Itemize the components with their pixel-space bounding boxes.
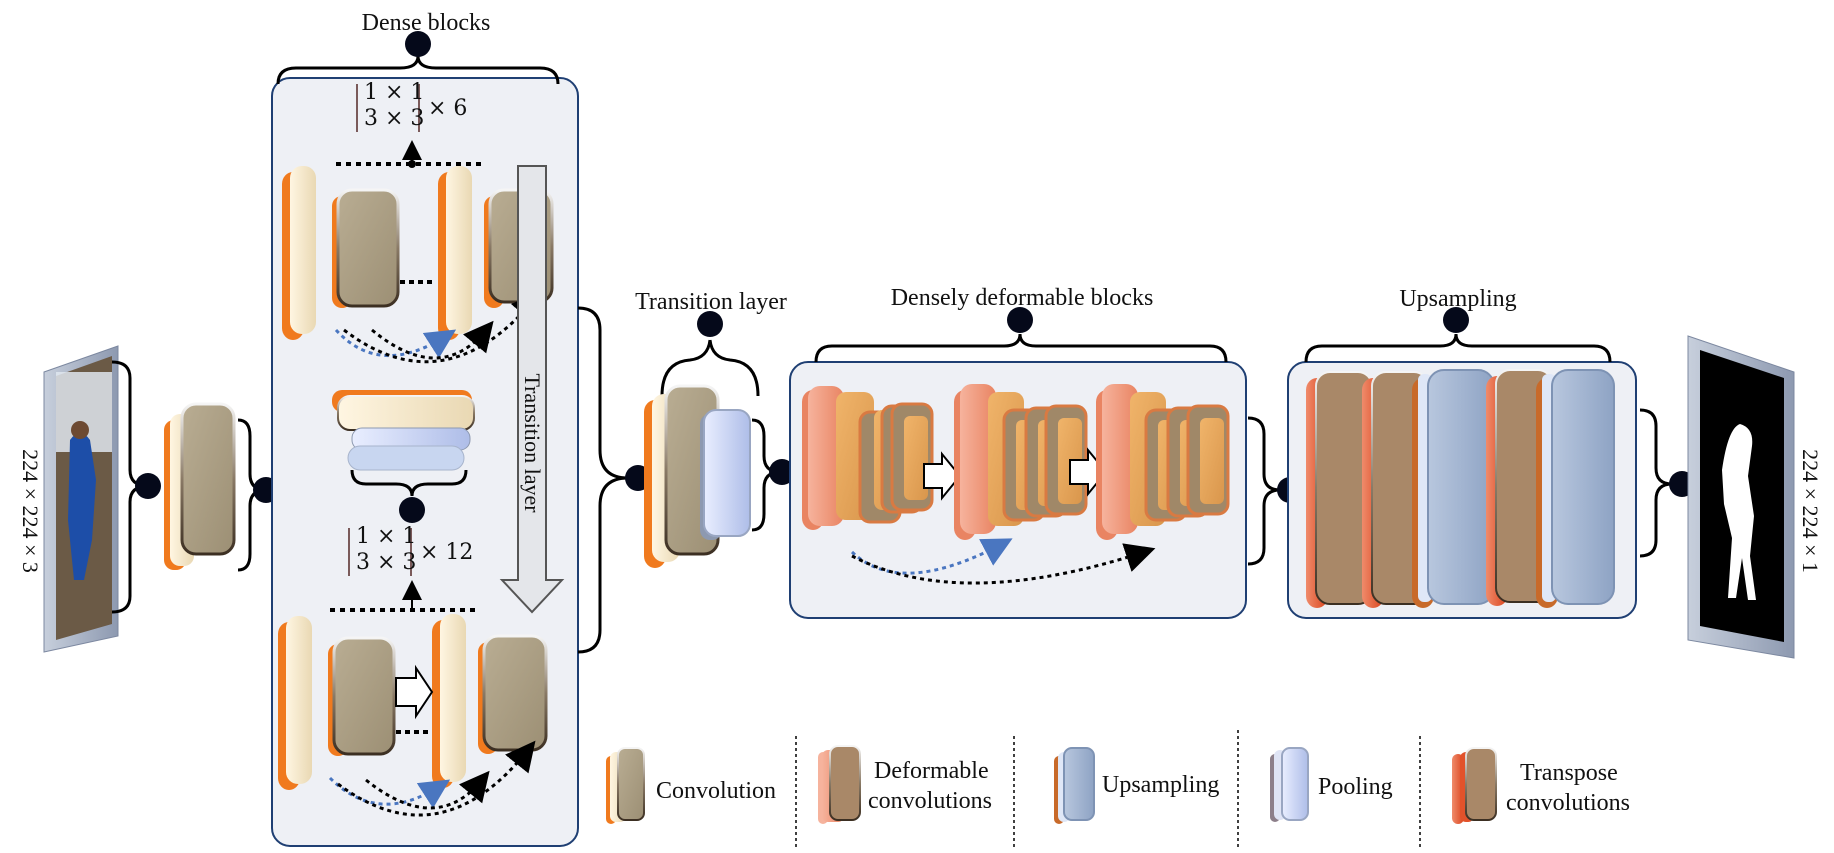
connector-node	[135, 473, 161, 499]
matrix-top-line2: 3 × 3	[364, 106, 425, 131]
first-convolution-block	[164, 402, 236, 570]
matrix-bottom-multiplier: × 12	[420, 540, 474, 565]
legend-label-convolution: Convolution	[656, 778, 777, 804]
deformable-group-3	[1096, 384, 1230, 540]
side-transition-label: Transition layer	[520, 373, 545, 513]
connector-node	[697, 311, 723, 337]
legend-dividers	[795, 730, 1421, 848]
dense-blocks-title: Dense blocks	[361, 10, 491, 36]
legend-label-deformable-line2: convolutions	[868, 788, 992, 814]
input-dimensions: 224 × 224 × 3	[18, 449, 43, 573]
dense-to-transition-connector	[577, 306, 629, 654]
upsampling-stack	[1306, 369, 1615, 608]
legend-label-upsampling: Upsampling	[1102, 772, 1220, 798]
output-dimensions: 224 × 224 × 1	[1798, 449, 1823, 573]
deformable-brace	[814, 333, 1228, 363]
deformable-convolution-icon	[818, 745, 861, 824]
connector-node	[769, 459, 795, 485]
matrix-bottom-line2: 3 × 3	[356, 550, 417, 575]
dense-blocks-brace	[276, 55, 560, 85]
connector-node	[1007, 307, 1033, 333]
deformable-group-2	[954, 384, 1088, 540]
upsampling-title: Upsampling	[1399, 286, 1517, 312]
transition-layer-brace	[660, 339, 760, 397]
densely-deformable-title: Densely deformable blocks	[890, 285, 1154, 311]
upsampling-out-connector	[1639, 408, 1673, 558]
dense-skip-blue	[850, 538, 1013, 575]
matrix-top-line1: 1 × 1	[364, 80, 425, 105]
convolution-icon	[606, 747, 645, 824]
upsampling-icon	[1054, 747, 1095, 824]
legend-label-transpose: Transpose	[1520, 760, 1618, 786]
dense-transition-brace	[350, 469, 468, 497]
transition-layer-title: Transition layer	[635, 289, 787, 315]
connector-node	[405, 31, 431, 57]
transpose-convolution-icon	[1452, 747, 1497, 824]
upsampling-brace	[1304, 333, 1612, 363]
pooling-icon	[1270, 747, 1309, 822]
dense-transition-slabs	[332, 390, 475, 471]
transition-layer-block	[644, 384, 751, 568]
legend-label-deformable: Deformable	[874, 758, 989, 784]
deformable-out-connector	[1247, 416, 1281, 566]
legend-label-pooling: Pooling	[1318, 774, 1393, 800]
input-image	[43, 345, 119, 653]
dense-block-lower	[278, 580, 548, 817]
deformable-group-1	[802, 386, 934, 530]
legend-label-transpose-line2: convolutions	[1506, 790, 1630, 816]
connector-node	[399, 497, 425, 523]
output-mask-image	[1687, 335, 1795, 659]
connector-node	[1443, 307, 1469, 333]
matrix-top-multiplier: × 6	[428, 96, 468, 121]
matrix-bottom-line1: 1 × 1	[356, 524, 417, 549]
block-arrow	[923, 451, 962, 501]
dense-skip-black	[851, 543, 1156, 585]
side-transition-arrow	[499, 165, 565, 614]
